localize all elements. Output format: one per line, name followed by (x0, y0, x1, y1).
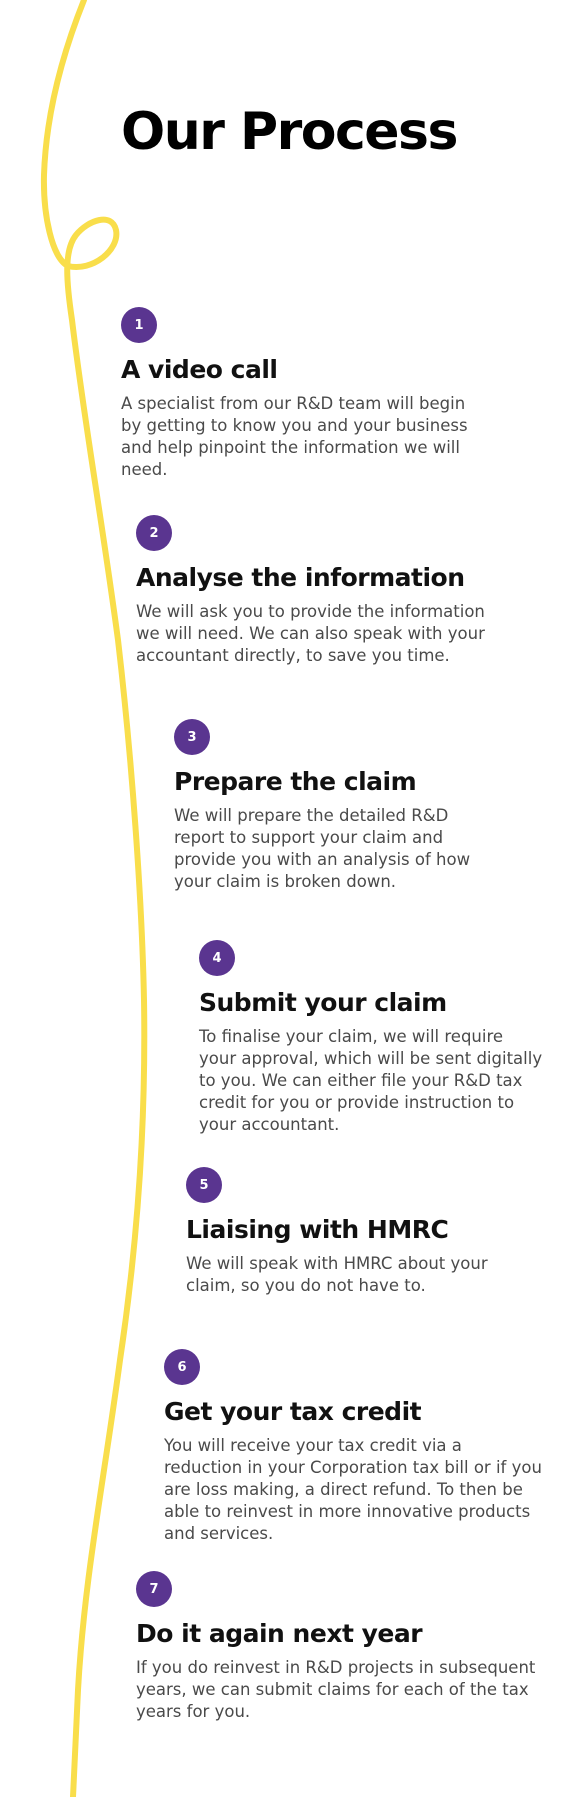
process-step-1: 1 A video call A specialist from our R&D… (121, 307, 481, 481)
step-description: We will prepare the detailed R&D report … (174, 806, 471, 891)
step-number-badge: 4 (199, 940, 235, 976)
page-title: Our Process (121, 102, 458, 162)
step-number-badge: 3 (174, 719, 210, 755)
step-description: We will ask you to provide the informati… (136, 602, 485, 665)
process-step-4: 4 Submit your claim To finalise your cla… (199, 940, 544, 1136)
step-description: You will receive your tax credit via a r… (164, 1436, 542, 1543)
step-number-badge: 7 (136, 1571, 172, 1607)
process-step-3: 3 Prepare the claim We will prepare the … (174, 719, 474, 893)
step-description: If you do reinvest in R&D projects in su… (136, 1658, 536, 1721)
step-number-badge: 5 (186, 1167, 222, 1203)
step-description: We will speak with HMRC about your claim… (186, 1254, 488, 1295)
process-step-7: 7 Do it again next year If you do reinve… (136, 1571, 536, 1723)
step-number-badge: 6 (164, 1349, 200, 1385)
step-description: A specialist from our R&D team will begi… (121, 394, 468, 479)
process-step-2: 2 Analyse the information We will ask yo… (136, 515, 501, 667)
process-step-6: 6 Get your tax credit You will receive y… (164, 1349, 544, 1545)
process-step-5: 5 Liaising with HMRC We will speak with … (186, 1167, 496, 1297)
step-title: Analyse the information (136, 563, 465, 592)
step-number-badge: 2 (136, 515, 172, 551)
step-title: Prepare the claim (174, 767, 417, 796)
step-title: Submit your claim (199, 988, 447, 1017)
step-description: To finalise your claim, we will require … (199, 1027, 543, 1134)
step-title: Liaising with HMRC (186, 1215, 449, 1244)
step-title: Do it again next year (136, 1619, 423, 1648)
step-title: Get your tax credit (164, 1397, 422, 1426)
step-number-badge: 1 (121, 307, 157, 343)
step-title: A video call (121, 355, 278, 384)
